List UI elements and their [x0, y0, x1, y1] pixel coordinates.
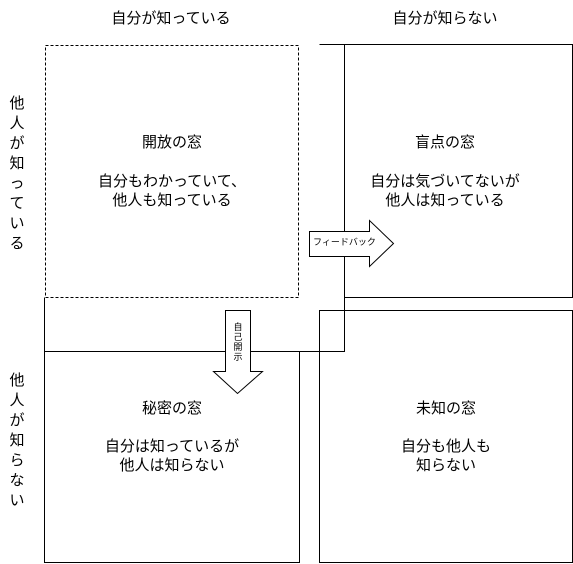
row-header-known-to-others: 他人が知っている	[9, 94, 25, 252]
feedback-label: フィードバック	[313, 238, 376, 248]
column-header-known-to-self: 自分が知っている	[111, 9, 231, 27]
blind-window-title: 盲点の窓	[414, 133, 475, 151]
column-header-unknown-to-self: 自分が知らない	[392, 9, 498, 27]
blind-window-box	[344, 44, 573, 298]
hidden-window-description: 自分は知っているが 他人は知らない	[104, 437, 240, 474]
expanded-open-area-outline	[44, 44, 345, 352]
self-disclosure-arrow	[212, 310, 264, 395]
hidden-window-title: 秘密の窓	[141, 399, 202, 417]
feedback-arrow	[309, 219, 395, 268]
open-window-box	[45, 45, 299, 298]
row-header-unknown-to-others: 他人が知らない	[9, 371, 25, 509]
blind-window-description: 自分は気づいてないが 他人は知っている	[370, 172, 520, 209]
unknown-window-title: 未知の窓	[415, 399, 476, 417]
open-window-description: 自分もわかっていて、 他人も知っている	[97, 172, 247, 209]
self-disclosure-label: 自己開示	[233, 323, 243, 363]
open-window-title: 開放の窓	[141, 133, 202, 151]
unknown-window-description: 自分も他人も 知らない	[400, 437, 491, 474]
